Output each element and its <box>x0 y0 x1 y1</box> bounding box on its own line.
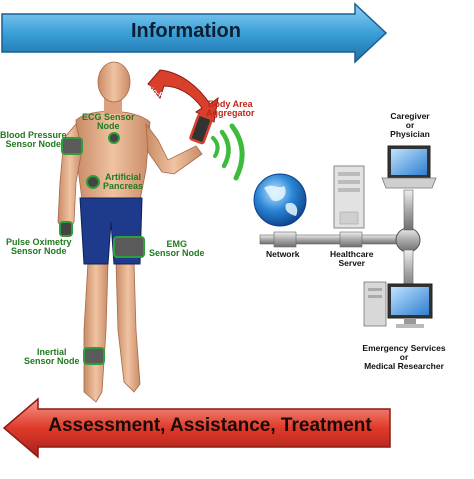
ecg-label: ECG Sensor Node <box>82 112 135 132</box>
assessment-arrow <box>2 397 391 459</box>
pulse-oximetry-label-line2: Sensor Node <box>11 246 67 257</box>
inertial-sensor <box>83 347 105 365</box>
emergency-label-line2: or <box>399 351 409 362</box>
desktop-computer-icon <box>363 281 433 328</box>
blood-pressure-label-line2: Sensor Node <box>5 139 62 150</box>
bio-feedback-arrow <box>147 69 219 123</box>
server-label: Healthcare Server <box>330 250 373 268</box>
caregiver-label-line3: Physician <box>390 128 430 139</box>
network-hub <box>395 227 421 253</box>
blood-pressure-label: Blood Pressure Sensor Node <box>0 130 67 150</box>
ecg-label-line2: Node <box>97 121 120 132</box>
aggregator-device <box>189 113 213 145</box>
ecg-label-line1: ECG Sensor <box>82 112 135 122</box>
inertial-label-line2: Sensor Node <box>24 356 80 367</box>
pulse-oximetry-sensor <box>59 221 73 237</box>
inertial-label-line1: Inertial <box>37 347 67 357</box>
information-label: Information <box>131 20 241 42</box>
globe-icon <box>253 173 307 227</box>
aggregator-label-line1: Body Area <box>207 99 253 109</box>
blood-pressure-label-line1: Blood Pressure <box>0 130 67 140</box>
emergency-label: Emergency Services or Medical Researcher <box>352 344 456 371</box>
caregiver-label-line1: Caregiver <box>390 111 430 121</box>
server-icon <box>333 165 365 229</box>
information-arrow <box>1 2 388 64</box>
emg-label-line2: Sensor Node <box>149 248 205 259</box>
pancreas-label-line2: Pancreas <box>103 181 144 192</box>
laptop-icon <box>381 145 437 189</box>
pulse-oximetry-label-line1: Pulse Oximetry <box>6 237 72 247</box>
aggregator-label-line2: Aggregator <box>206 108 255 119</box>
caregiver-label-line2: or <box>405 119 415 130</box>
server-label-line2: Server <box>338 257 365 268</box>
network-label: Network <box>266 249 300 259</box>
blood-pressure-sensor <box>61 137 83 155</box>
emg-label: EMG Sensor Node <box>149 239 205 259</box>
assessment-label: Assessment, Assistance, Treatment <box>48 415 372 436</box>
ecg-sensor <box>108 132 120 144</box>
emg-sensor <box>113 236 145 258</box>
wireless-signal <box>211 123 245 181</box>
server-label-line1: Healthcare <box>330 249 374 259</box>
inertial-label: Inertial Sensor Node <box>24 347 80 367</box>
emergency-label-line3: Medical Researcher <box>364 360 444 371</box>
aggregator-label: Body Area Aggregator <box>206 99 255 119</box>
pancreas-label-line1: Artificial <box>105 172 142 182</box>
caregiver-label: Caregiver or Physician <box>384 112 436 139</box>
pancreas-label: Artificial Pancreas <box>103 172 144 192</box>
emergency-label-line1: Emergency Services <box>362 343 446 353</box>
emg-label-line1: EMG <box>166 239 188 249</box>
pancreas-sensor <box>86 175 100 189</box>
pulse-oximetry-label: Pulse Oximetry Sensor Node <box>6 237 72 257</box>
